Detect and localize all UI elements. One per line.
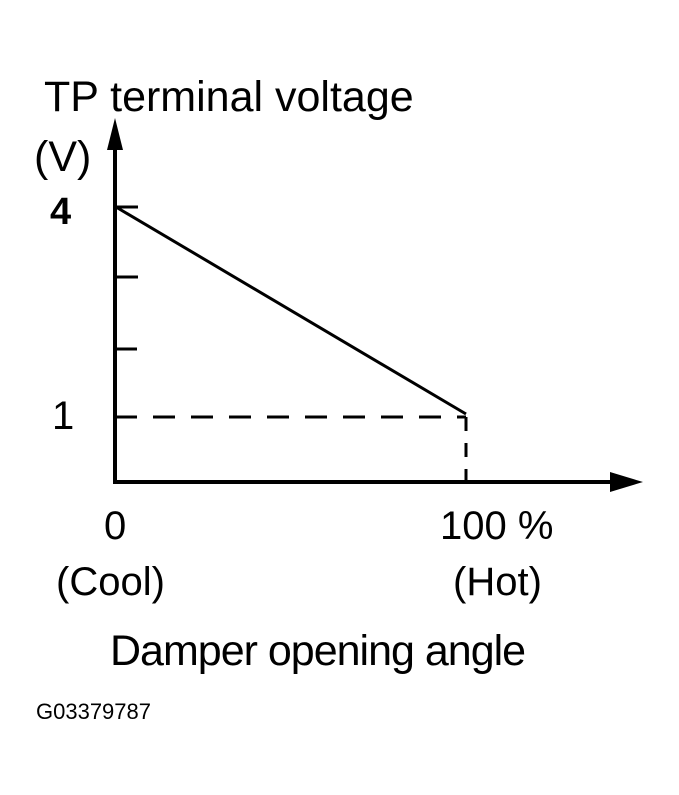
x-tick-caption-hot: (Hot)	[453, 560, 542, 604]
x-axis-title: Damper opening angle	[110, 627, 526, 675]
x-tick-label-100: 100 %	[440, 504, 554, 548]
series-line	[115, 205, 467, 416]
y-tick-label-4: 4	[50, 191, 72, 233]
x-tick-caption-cool: (Cool)	[56, 560, 165, 604]
x-tick-label-0: 0	[104, 504, 127, 548]
y-axis-unit: (V)	[34, 133, 92, 181]
x-axis-arrow-icon	[610, 472, 643, 492]
figure-id: G03379787	[36, 699, 151, 724]
y-axis-title: TP terminal voltage	[44, 73, 414, 121]
y-axis-arrow-icon	[107, 118, 123, 150]
y-tick-label-1: 1	[52, 394, 75, 438]
